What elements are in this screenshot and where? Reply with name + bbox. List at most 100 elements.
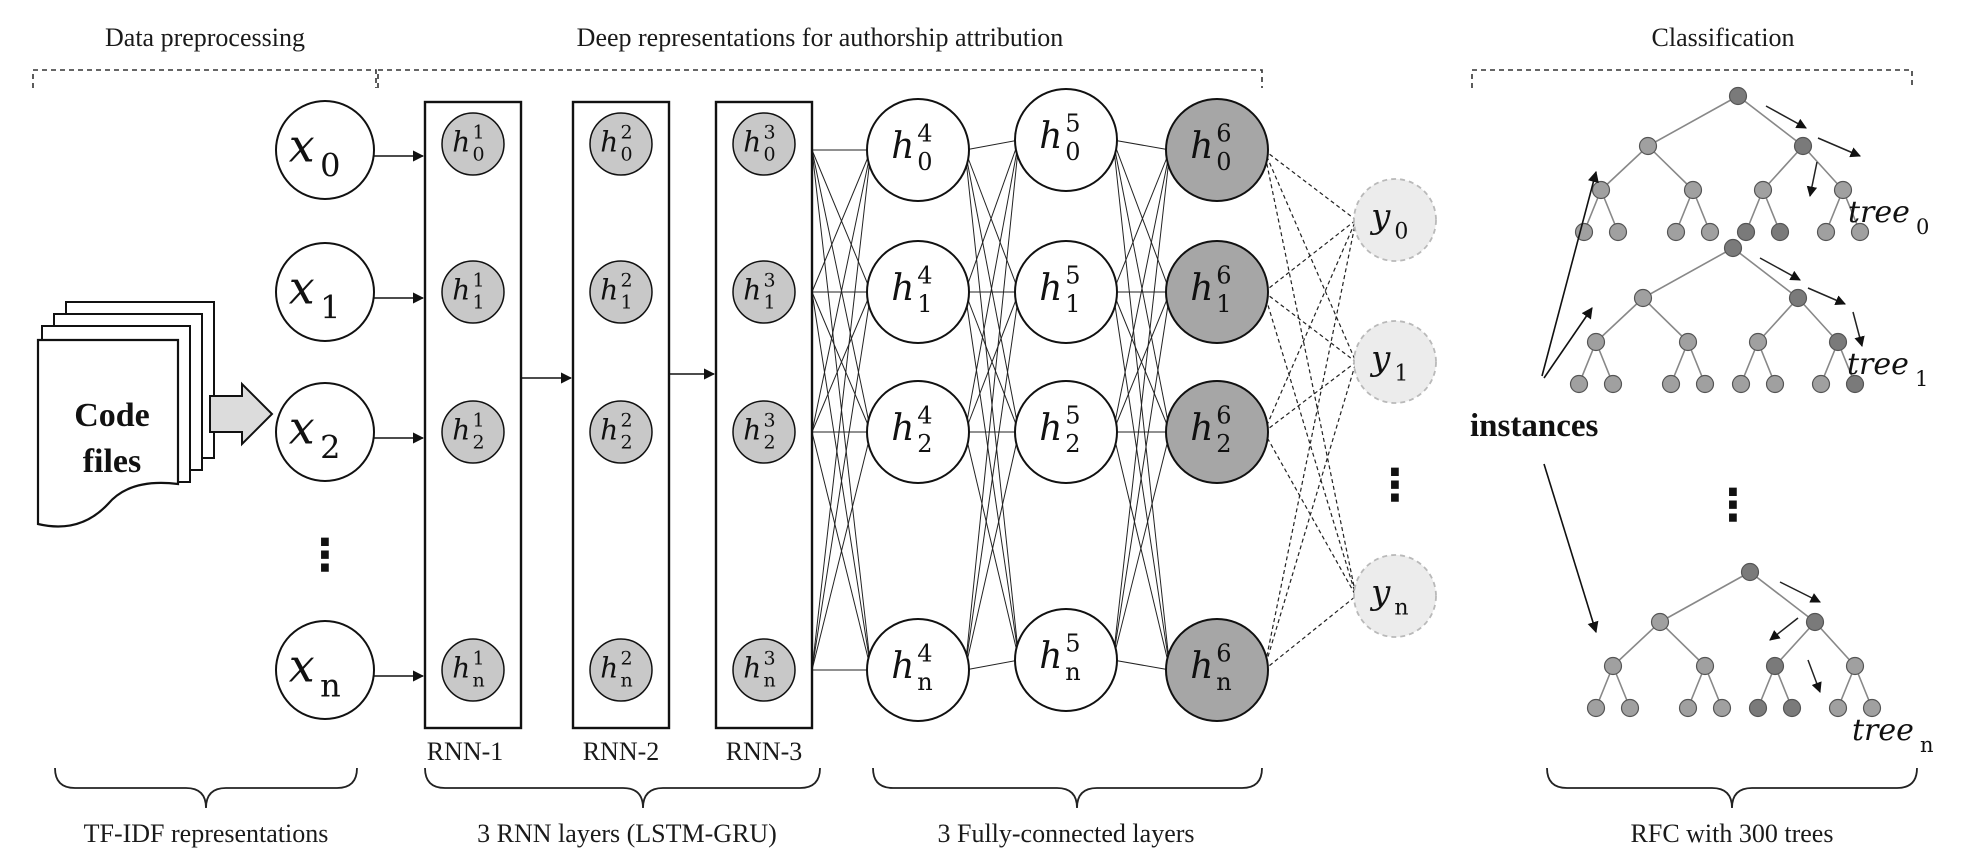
fc-5-node-0-label-superscript: 5: [1065, 110, 1080, 138]
edge-fc4-1-fc5-n: [964, 291, 1020, 661]
edge-fc6-2-y-0: [1263, 219, 1357, 433]
tree-0-node: [1793, 136, 1813, 156]
tree-n-node: [1678, 698, 1698, 718]
edge-rnn3-n-fc4-0: [811, 149, 872, 671]
rnn-1-node-n-label-superscript: 1: [472, 648, 484, 670]
fc-5-node-1: [1014, 240, 1118, 344]
fc-4-node-2-label-symbol: h: [891, 408, 914, 449]
edge-fc4-2-fc5-1: [964, 291, 1020, 433]
edge-fc4-n-fc5-1: [964, 291, 1020, 671]
tree-0-path-arrow: [1817, 137, 1861, 158]
fc-4-node-n: [866, 618, 970, 722]
edge-fc5-n-fc6-1: [1112, 291, 1171, 661]
fc-5-node-n-label-symbol: h: [1039, 636, 1062, 677]
input-node-x1-label-subscript: 1: [320, 288, 340, 326]
fc-4-node-n-label-subscript: n: [917, 668, 932, 696]
fc-5-node-0: [1014, 88, 1118, 192]
bracket-data-preprocessing: [32, 69, 377, 88]
instances-arrow-tree-1: [1543, 307, 1593, 379]
fc-6-node-1-label-superscript: 6: [1216, 262, 1231, 290]
input-node-x0-label-subscript: 0: [320, 146, 340, 184]
rnn-3-node-1: [732, 260, 796, 324]
curly-brace-rfc: [1546, 767, 1918, 809]
tree-0-node: [1728, 86, 1748, 106]
rnn-3-box: [714, 100, 814, 730]
rnn-3-node-n-label-subscript: n: [763, 669, 775, 691]
fc-4-node-1-label-superscript: 4: [917, 262, 932, 290]
rnn-2-node-0-label-subscript: 0: [620, 143, 632, 165]
tree-1-node: [1586, 332, 1606, 352]
input-node-x1: [275, 242, 375, 342]
tree-1-branch: [1757, 297, 1799, 343]
rnn-2-node-n-label-symbol: h: [600, 652, 618, 685]
label-classification: Classification: [1652, 23, 1795, 52]
tree-0-node: [1666, 222, 1686, 242]
fc-4-node-1-label-subscript: 1: [917, 290, 932, 318]
trees-ellipsis: ⋮: [1711, 480, 1755, 531]
edge-rnn3-2-fc4-1: [811, 291, 872, 433]
tree-n-branch: [1659, 571, 1751, 623]
instances-arrow-tree-n: [1543, 463, 1599, 634]
tree-0-path-arrow: [1765, 105, 1807, 129]
input-node-x2: [275, 382, 375, 482]
edge-rnn3-n-fc4-2: [811, 431, 872, 671]
input-node-xn: [275, 620, 375, 720]
input-node-xn-label-symbol: x: [289, 639, 315, 693]
fc-4-node-0: [866, 98, 970, 202]
fc-6-node-1-label-subscript: 1: [1216, 290, 1231, 318]
rnn-2-node-2-label-superscript: 2: [620, 410, 632, 432]
rnn-2-node-1-label-subscript: 1: [620, 291, 632, 313]
bracket-deep-representations: [377, 69, 1263, 88]
tree-n-node: [1695, 656, 1715, 676]
tree-1-node: [1845, 374, 1865, 394]
output-node-y1-label-subscript: 1: [1394, 361, 1408, 386]
input-node-xn-label-subscript: n: [320, 666, 341, 704]
edge-fc6-n-y-0: [1263, 219, 1357, 671]
edge-fc5-2-fc6-1: [1112, 291, 1171, 433]
fc-4-node-n-label-symbol: h: [891, 646, 914, 687]
tree-n-path-arrow: [1779, 581, 1821, 603]
edge-fc5-0-fc6-1: [1112, 139, 1171, 293]
tree-1-node: [1788, 288, 1808, 308]
tree-1-branch: [1642, 247, 1734, 299]
rnn-1-node-0: [441, 112, 505, 176]
label-deep-representations: Deep representations for authorship attr…: [577, 23, 1064, 52]
rnn-1-node-1: [441, 260, 505, 324]
tree-n-label-subscript: n: [1920, 733, 1934, 757]
fc-5-node-0-label-symbol: h: [1039, 116, 1062, 157]
output-node-y1-label-symbol: y: [1369, 339, 1391, 379]
tree-1-branch: [1595, 297, 1644, 343]
rnn-3-node-0-label-symbol: h: [743, 126, 761, 159]
tree-n-node: [1650, 612, 1670, 632]
fc-4-node-0-label-symbol: h: [891, 126, 914, 167]
fc-5-node-1-label-subscript: 1: [1065, 290, 1080, 318]
edge-fc5-2-fc6-0: [1112, 149, 1171, 433]
rnn-2-name: RNN-2: [583, 737, 660, 766]
edge-fc5-n-fc6-0: [1112, 149, 1171, 661]
fc-6-node-1-label-symbol: h: [1190, 268, 1213, 309]
edge-fc4-0-fc5-1: [964, 149, 1020, 293]
label-rnn-layers: 3 RNN layers (LSTM-GRU): [477, 819, 777, 848]
fc-6-node-n-label-subscript: n: [1216, 668, 1231, 696]
tree-n-branch: [1774, 621, 1816, 667]
edge-fc6-0-y-0: [1263, 149, 1357, 221]
tree-n-branch: [1612, 621, 1661, 667]
fc-5-node-n-label-subscript: n: [1065, 658, 1080, 686]
fc-6-node-0-label-superscript: 6: [1216, 120, 1231, 148]
rnn-2-node-n: [589, 638, 653, 702]
edge-fc4-2-fc5-n: [964, 431, 1020, 661]
fc-4-node-2-label-superscript: 4: [917, 402, 932, 430]
